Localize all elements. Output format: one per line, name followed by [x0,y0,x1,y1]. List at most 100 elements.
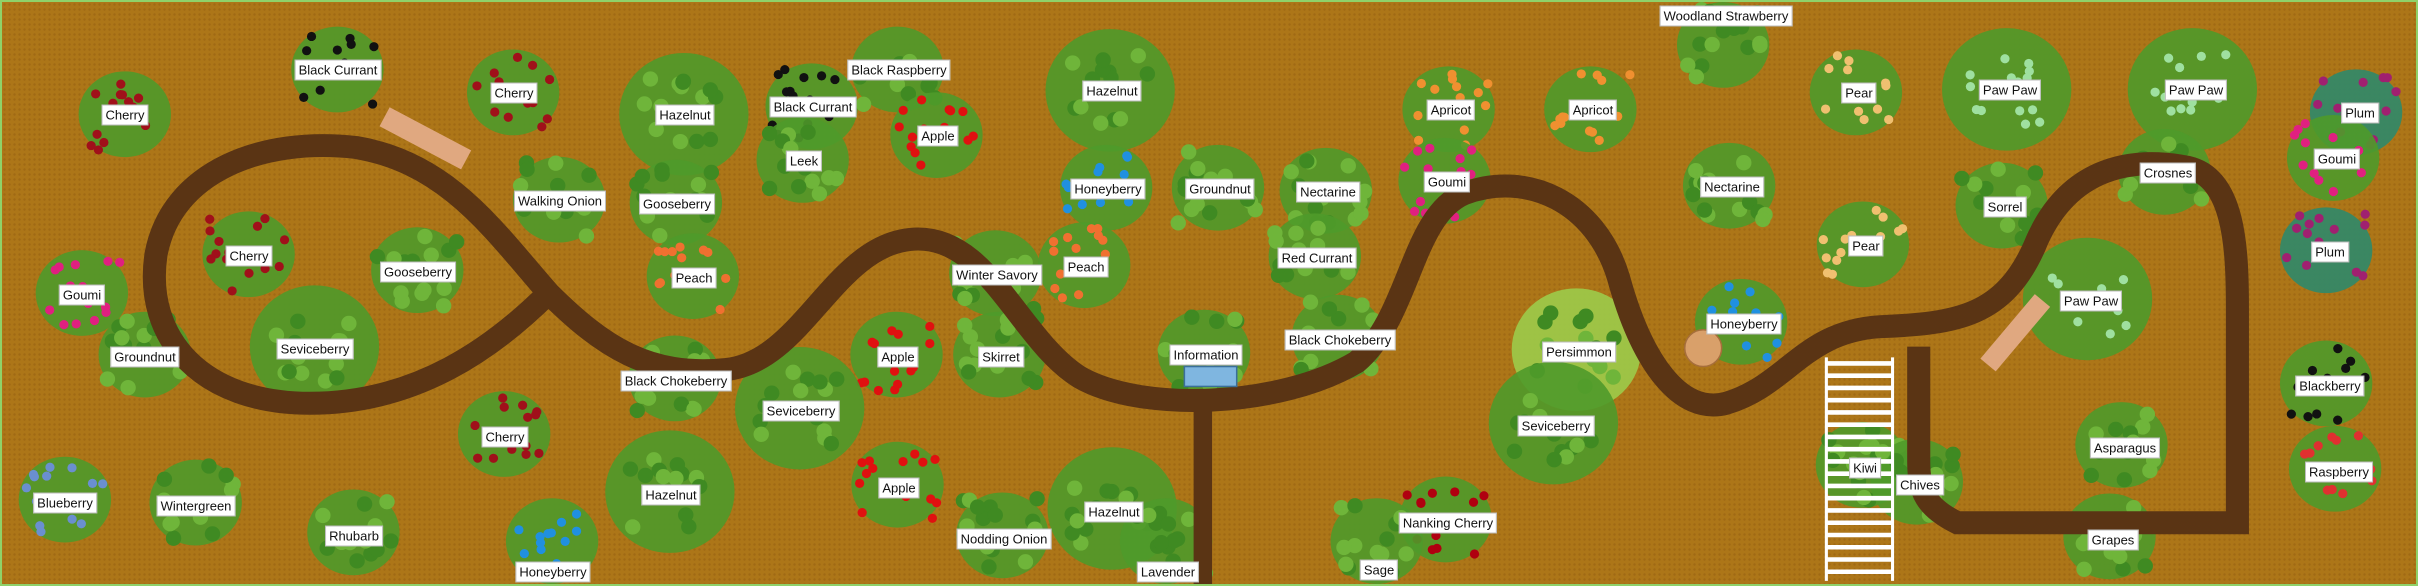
plant-label[interactable]: Red Currant [1277,247,1357,269]
plant-detail [448,234,465,250]
plant-label[interactable]: Goumi [1423,171,1471,193]
plant-label[interactable]: Apple [877,346,919,368]
plant-label[interactable]: Plum [2341,102,2379,124]
information-label[interactable]: Information [1169,344,1243,366]
plant-label[interactable]: Pear [1841,82,1877,104]
plant-label[interactable]: Cherry [481,426,529,448]
plant-label[interactable]: Seviceberry [762,400,840,422]
plant-detail [1130,48,1146,64]
plant-detail [417,228,433,245]
plant-detail [1064,55,1081,71]
plant-label[interactable]: Peach [671,267,717,289]
plant-label[interactable]: Walking Onion [513,190,607,212]
plant-label[interactable]: Apricot [1426,99,1476,121]
plant-label[interactable]: Woodland Strawberry [1659,5,1793,27]
plant-label[interactable]: Blueberry [33,492,97,514]
plant-detail [120,380,136,396]
plant-detail [527,60,538,70]
plant-detail [1430,84,1440,94]
plant-label[interactable]: Cherry [490,82,538,104]
plant-label[interactable]: Gooseberry [639,193,715,215]
plant-label[interactable]: Seviceberry [1517,415,1595,437]
plant-detail [349,553,365,569]
plant-detail [889,76,906,93]
plant-label[interactable]: Grapes [2087,529,2139,551]
plant-label[interactable]: Honeyberry [515,561,591,583]
plant-label[interactable]: Nanking Cherry [1398,512,1498,534]
plant-label[interactable]: Nodding Onion [956,528,1052,550]
plant-label[interactable]: Gooseberry [380,261,456,283]
plant-detail [2073,317,2083,327]
plant-detail [637,467,654,484]
plant-detail [1483,79,1493,89]
plant-detail [715,304,725,315]
plant-label[interactable]: Goumi [58,284,106,306]
plant-label[interactable]: Seviceberry [276,338,354,360]
plant-label[interactable]: Black Currant [769,96,857,118]
plant-label[interactable]: Apple [878,477,920,499]
plant-label[interactable]: Blackberry [2295,375,2365,397]
plant-detail [435,298,452,314]
plant-label[interactable]: Hazelnut [641,484,701,506]
plant-label[interactable]: Crosnes [2139,162,2197,184]
plant-detail [2333,103,2343,113]
plant-label[interactable]: Sorrel [1983,196,2027,218]
plant-label[interactable]: Black Chokeberry [1284,329,1396,351]
plant-label[interactable]: Kiwi [1849,457,1881,479]
plant-detail [916,160,926,170]
plant-label[interactable]: Apple [917,125,959,147]
plant-label[interactable]: Lavender [1136,561,1200,583]
plant-label[interactable]: Paw Paw [1978,79,2042,101]
plant-label[interactable]: Goumi [2313,148,2361,170]
plant-detail [521,449,531,460]
plant-label[interactable]: Groundnut [110,346,180,368]
plant-label[interactable]: Hazelnut [655,104,715,126]
plant-detail [1122,152,1133,162]
plant-detail [67,514,77,524]
plant-label[interactable]: Sage [1359,559,1399,581]
plant-label[interactable]: Winter Savory [952,264,1042,286]
plant-label[interactable]: Rhubarb [325,525,383,547]
plant-label[interactable]: Raspberry [2305,461,2373,483]
plant-label[interactable]: Nectarine [1296,181,1360,203]
plant-detail [2328,132,2338,143]
plant-label[interactable]: Asparagus [2089,437,2161,459]
plant-label[interactable]: Plum [2311,241,2349,263]
plant-label[interactable]: Black Raspberry [847,59,951,81]
plant-detail [1469,549,1480,559]
plant-detail [2175,62,2185,73]
plant-label[interactable]: Skirret [978,346,1024,368]
plant-label[interactable]: Cherry [225,245,273,267]
plant-detail [1594,135,1604,145]
plant-detail [519,548,529,559]
plant-label[interactable]: Hazelnut [1084,501,1144,523]
plant-label[interactable]: Black Currant [294,59,382,81]
plant-label[interactable]: Groundnut [1185,178,1255,200]
plant-label[interactable]: Paw Paw [2164,79,2228,101]
plant-detail [367,99,378,109]
plant-detail [1741,341,1752,351]
plant-detail [1201,205,1218,221]
plant-detail [2304,219,2314,229]
plant-label[interactable]: Black Chokeberry [620,370,732,392]
plant-detail [654,279,664,289]
plant-detail [823,435,840,452]
plant-label[interactable]: Hazelnut [1082,80,1142,102]
plant-label[interactable]: Honeyberry [1706,313,1782,335]
plant-label[interactable]: Honeyberry [1070,178,1146,200]
plant-label[interactable]: Nectarine [1700,176,1764,198]
plant-label[interactable]: Chives [1896,474,1944,496]
plant-detail [1729,298,1740,308]
plant-detail [369,42,379,52]
plant-label[interactable]: Leek [785,150,823,172]
plant-label[interactable]: Cherry [101,104,149,126]
plant-label[interactable]: Persimmon [1542,341,1616,363]
plant-label[interactable]: Wintergreen [156,495,236,517]
plant-label[interactable]: Pear [1848,235,1884,257]
plant-detail [89,315,100,326]
plant-label[interactable]: Peach [1063,256,1109,278]
plant-detail [2358,77,2368,87]
plant-detail [29,472,39,482]
plant-label[interactable]: Apricot [1568,99,1618,121]
plant-label[interactable]: Paw Paw [2059,290,2123,312]
